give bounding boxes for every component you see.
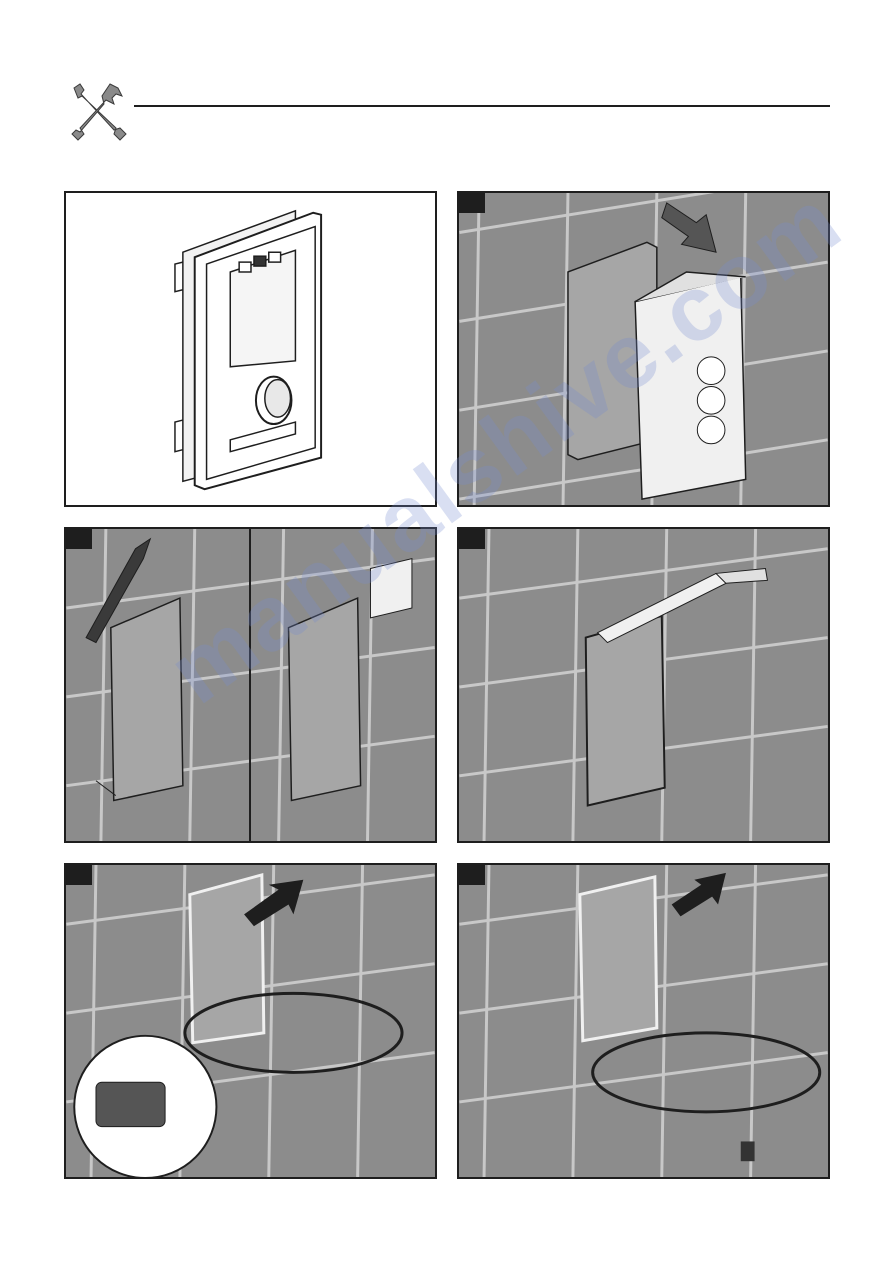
step-badge xyxy=(66,865,92,885)
panel-device-overview xyxy=(64,191,437,507)
connector-icon xyxy=(741,1141,755,1161)
panel-step-trim-edge xyxy=(64,527,437,843)
step-badge xyxy=(66,529,92,549)
panel-step-connect-cable xyxy=(457,863,830,1179)
device-illustration xyxy=(66,193,435,505)
step-badge xyxy=(459,529,485,549)
arrow-icon xyxy=(662,203,716,252)
wrench-screwdriver-icon xyxy=(66,78,132,142)
panel-step-seal-edge xyxy=(457,527,830,843)
connector-icon xyxy=(96,1082,165,1126)
panel-step-insert-box xyxy=(457,191,830,507)
header-rule xyxy=(134,105,830,107)
panel-step-insert-cable xyxy=(64,863,437,1179)
step-badge xyxy=(459,193,485,213)
step-badge xyxy=(459,865,485,885)
